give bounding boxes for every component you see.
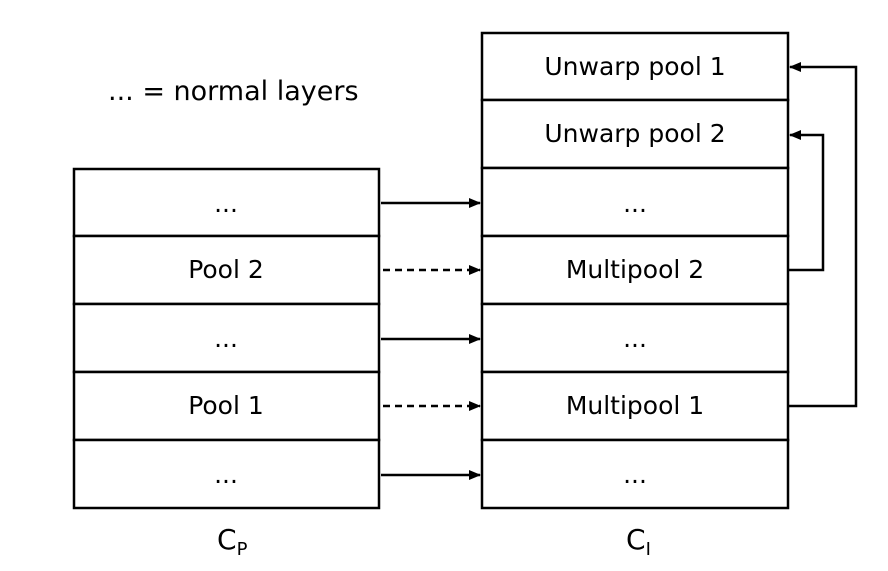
legend-text: ... = normal layers: [108, 76, 359, 107]
right-stack: Unwarp pool 1 Unwarp pool 2 ... Multipoo…: [480, 31, 790, 510]
right-layer-label: Unwarp pool 2: [544, 119, 725, 148]
left-layer-label: ...: [214, 189, 238, 218]
right-layer-3: ...: [480, 166, 790, 238]
feedback-arrow-multipool-2: [789, 130, 825, 272]
right-layer-label: ...: [623, 460, 647, 489]
left-layer-2: Pool 2: [72, 234, 381, 306]
left-layer-1: ...: [72, 167, 381, 238]
right-layer-4: Multipool 2: [480, 234, 790, 306]
right-layer-label: ...: [623, 324, 647, 353]
left-caption-sub: P: [237, 539, 248, 560]
right-stack-caption: CI: [626, 523, 651, 560]
right-layer-label: Unwarp pool 1: [544, 52, 725, 81]
right-caption-main: C: [626, 523, 646, 556]
left-layer-4: Pool 1: [72, 370, 381, 442]
left-layer-label: Pool 1: [188, 391, 264, 420]
right-layer-2: Unwarp pool 2: [480, 98, 790, 170]
right-layer-6: Multipool 1: [480, 370, 790, 442]
left-stack-caption: CP: [217, 523, 248, 560]
right-layer-label: ...: [623, 189, 647, 218]
right-layer-label: Multipool 1: [566, 391, 704, 420]
left-layer-label: ...: [214, 324, 238, 353]
right-layer-label: Multipool 2: [566, 255, 704, 284]
left-layer-label: Pool 2: [188, 255, 264, 284]
left-layer-label: ...: [214, 460, 238, 489]
right-layer-7: ...: [480, 438, 790, 510]
right-layer-1: Unwarp pool 1: [480, 31, 790, 102]
feedback-arrow-multipool-1: [789, 62, 858, 408]
right-layer-5: ...: [480, 302, 790, 374]
left-layer-5: ...: [72, 438, 381, 510]
left-stack: ... Pool 2 ... Pool 1 ...: [72, 167, 381, 510]
right-caption-sub: I: [646, 539, 651, 560]
left-layer-3: ...: [72, 302, 381, 374]
left-caption-main: C: [217, 523, 237, 556]
